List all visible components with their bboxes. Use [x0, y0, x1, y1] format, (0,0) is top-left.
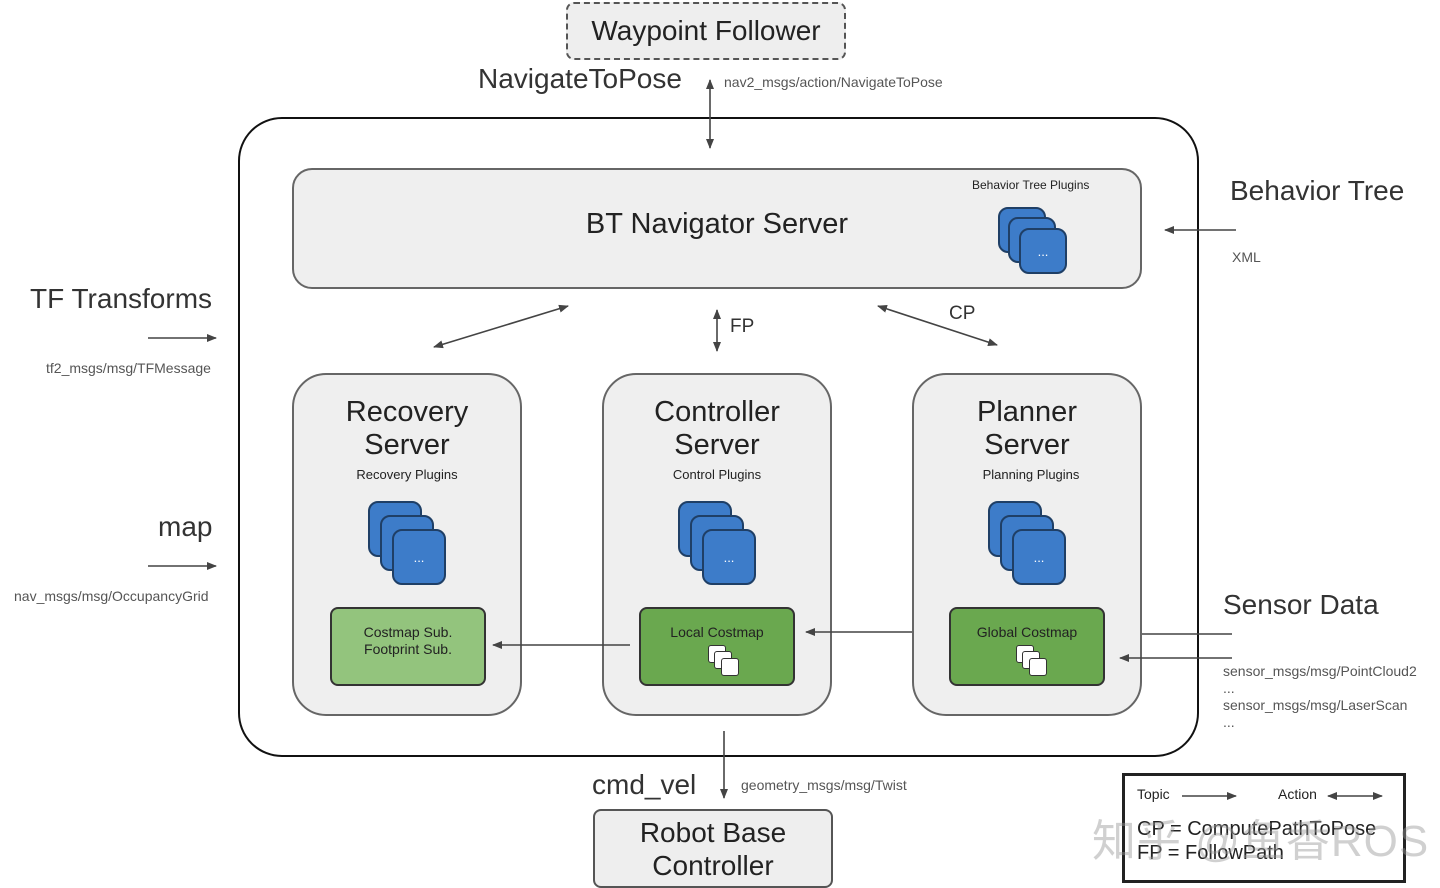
bt-planner-arrow	[877, 305, 998, 346]
planning-plugins-label: Planning Plugins	[982, 467, 1080, 482]
fp-label: FP	[730, 316, 755, 337]
recovery-title-line1: Recovery	[345, 396, 469, 428]
plugin-icon: ...	[392, 529, 446, 585]
pointcloud2-msg: sensor_msgs/msg/PointCloud2	[1223, 663, 1417, 679]
local-costmap-label: Local Costmap	[670, 624, 764, 640]
waypoint-follower-box: Waypoint Follower	[566, 2, 846, 60]
planner-title-line1: Planner	[977, 396, 1077, 428]
cmd-vel-msg: geometry_msgs/msg/Twist	[741, 777, 907, 793]
control-plugins-label: Control Plugins	[672, 467, 762, 482]
plugin-ellipsis: ...	[1033, 549, 1045, 565]
behavior-tree-label: Behavior Tree	[1230, 175, 1405, 206]
navigate-to-pose-label: NavigateToPose	[478, 63, 682, 94]
bt-recovery-arrow	[433, 304, 569, 349]
robot-base-controller: Robot Base Controller	[593, 809, 833, 888]
plugin-ellipsis: ...	[1037, 243, 1049, 259]
watermark: 知乎 @鱼香ROS	[1092, 817, 1430, 866]
legend	[1122, 773, 1406, 883]
sensor-data-label: Sensor Data	[1223, 589, 1379, 620]
laserscan-msg: sensor_msgs/msg/LaserScan	[1223, 697, 1408, 713]
footprint-sub-label: Footprint Sub.	[364, 641, 452, 657]
sensor-ellipsis: ...	[1223, 680, 1235, 696]
plugin-icon: ...	[1019, 228, 1067, 274]
cmd-vel-label: cmd_vel	[592, 769, 697, 800]
controller-title-line1: Controller	[654, 396, 780, 428]
plugin-ellipsis: ...	[723, 549, 735, 565]
plugin-icon: ...	[1012, 529, 1066, 585]
recovery-server-title: Recovery Server	[292, 396, 522, 462]
recovery-plugins-label: Recovery Plugins	[356, 467, 458, 482]
navigate-to-pose-msg: nav2_msgs/action/NavigateToPose	[724, 74, 943, 90]
map-label: map	[158, 511, 213, 542]
xml-label: XML	[1232, 249, 1261, 265]
tf-transforms-label: TF Transforms	[30, 283, 213, 314]
waypoint-follower-label: Waypoint Follower	[591, 15, 821, 46]
tf-msg-label: tf2_msgs/msg/TFMessage	[46, 360, 211, 376]
legend-action-label: Action	[1278, 786, 1317, 802]
global-costmap-box: Global Costmap	[949, 607, 1105, 686]
bt-plugins-label: Behavior Tree Plugins	[972, 178, 1090, 192]
bt-navigator-title: BT Navigator Server	[585, 208, 849, 240]
sensor-msgs-list: sensor_msgs/msg/PointCloud2 ... sensor_m…	[1223, 663, 1417, 731]
recovery-title-line2: Server	[364, 429, 450, 461]
planner-title-line2: Server	[984, 429, 1070, 461]
robot-line1: Robot Base	[639, 816, 787, 848]
global-costmap-label: Global Costmap	[976, 624, 1078, 640]
sensor-ellipsis: ...	[1223, 714, 1235, 730]
costmap-sub-label: Costmap Sub.	[363, 624, 453, 640]
planner-server-title: Planner Server	[912, 396, 1142, 462]
layer-icon	[1029, 658, 1047, 676]
plugin-ellipsis: ...	[413, 549, 425, 565]
controller-title-line2: Server	[674, 429, 760, 461]
controller-server-title: Controller Server	[602, 396, 832, 462]
robot-line2: Controller	[652, 849, 774, 881]
recovery-costmap-box: Costmap Sub. Footprint Sub.	[330, 607, 486, 686]
map-msg-label: nav_msgs/msg/OccupancyGrid	[14, 588, 209, 604]
legend-cp-definition: CP = ComputePathToPose	[1137, 818, 1377, 840]
layer-icon	[721, 658, 739, 676]
plugin-icon: ...	[702, 529, 756, 585]
legend-fp-definition: FP = FollowPath	[1137, 842, 1284, 864]
legend-topic-label: Topic	[1137, 786, 1170, 802]
